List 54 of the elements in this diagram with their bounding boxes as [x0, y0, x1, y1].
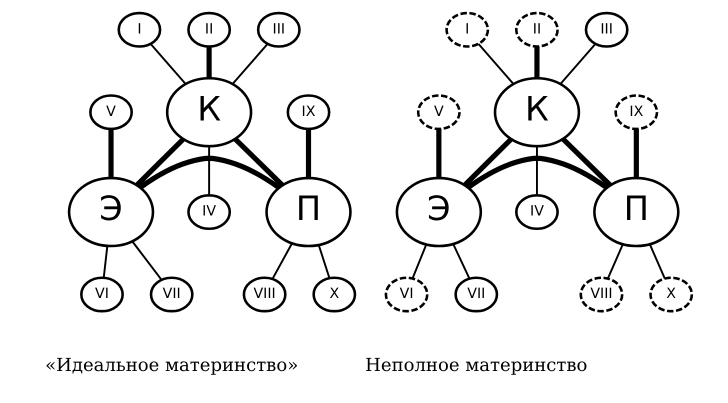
node-ellipse: VIII	[242, 276, 287, 313]
connector	[102, 246, 108, 278]
connector	[138, 156, 281, 190]
connector	[436, 128, 442, 178]
connector	[108, 128, 114, 178]
node-ellipse: К	[494, 76, 580, 148]
node-ellipse: II	[515, 12, 559, 48]
connector	[233, 137, 284, 188]
node-ellipse: V	[89, 94, 133, 130]
node-ellipse: IX	[614, 94, 658, 130]
connector	[306, 128, 312, 178]
connector	[150, 43, 186, 85]
node-ellipse: VIII	[580, 276, 624, 313]
connector	[649, 244, 666, 279]
connector	[452, 244, 470, 280]
node-ellipse: VII	[454, 276, 498, 313]
node-ellipse: IX	[286, 94, 330, 130]
node-ellipse: Э	[396, 176, 482, 248]
connector	[478, 43, 514, 85]
node-ellipse: П	[593, 176, 680, 248]
node-ellipse: V	[416, 94, 461, 130]
node-ellipse: III	[584, 12, 629, 48]
node-ellipse: VI	[80, 276, 124, 313]
node-ellipse: X	[649, 276, 694, 313]
connector	[232, 43, 268, 85]
node-ellipse: I	[117, 12, 162, 48]
node-ellipse: IV	[187, 194, 232, 230]
node-ellipse: X	[312, 276, 356, 313]
connector	[466, 156, 608, 190]
connector	[536, 146, 538, 196]
connector	[208, 146, 210, 196]
connector	[634, 128, 639, 178]
node-ellipse: К	[166, 76, 252, 148]
node-ellipse: Э	[68, 176, 154, 248]
connector	[560, 43, 596, 85]
node-ellipse: I	[445, 12, 490, 48]
connector	[131, 240, 162, 281]
connector	[561, 137, 612, 188]
node-ellipse: III	[256, 12, 301, 48]
connector	[534, 46, 540, 78]
connector	[607, 244, 624, 279]
connector	[272, 243, 293, 280]
connector	[462, 137, 513, 187]
connector	[318, 244, 330, 279]
connector	[412, 244, 428, 279]
connector	[206, 46, 212, 78]
node-ellipse: VI	[384, 276, 429, 313]
label: Неполное материнство	[365, 355, 588, 376]
node-ellipse: П	[265, 176, 352, 248]
connector	[135, 137, 186, 187]
label: «Идеальное материнство»	[45, 355, 298, 376]
node-ellipse: IV	[515, 194, 559, 230]
node-ellipse: II	[187, 12, 232, 48]
node-ellipse: VII	[150, 276, 194, 313]
